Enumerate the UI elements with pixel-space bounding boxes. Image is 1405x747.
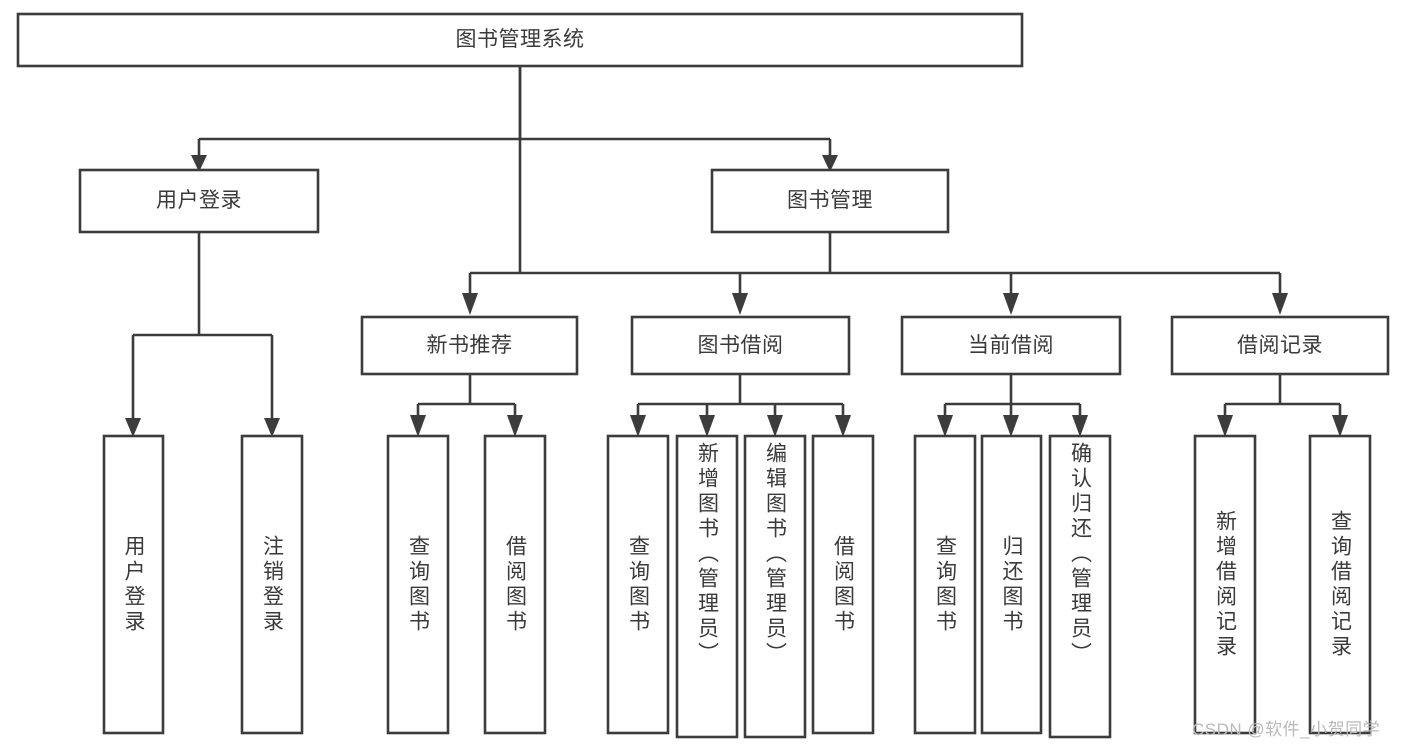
- node-box-user-login[interactable]: [78, 168, 320, 234]
- arrow-head-bookmanage: [822, 155, 838, 172]
- watermark-text: CSDN @软件_小贺同学: [1192, 720, 1381, 739]
- connector-group-user-login: [125, 232, 280, 437]
- connector-group-new-book-recommend: [410, 374, 523, 437]
- node-box-book-borrow[interactable]: [630, 315, 851, 376]
- node-box-leaf-edit-book[interactable]: [743, 434, 807, 739]
- arrow-head-userlogin: [191, 155, 207, 172]
- node-box-leaf-user-login[interactable]: [102, 434, 165, 735]
- arrow-head-new-book-recommend: [462, 293, 478, 315]
- connector-group-borrow-record: [1217, 374, 1348, 437]
- node-box-leaf-logout-login[interactable]: [240, 434, 304, 735]
- arrow-head-leaf-return-book: [1003, 415, 1019, 437]
- node-box-root[interactable]: [16, 12, 1024, 68]
- node-box-leaf-add-borrow-record[interactable]: [1193, 434, 1257, 735]
- arrow-head-leaf-add-book: [699, 415, 715, 437]
- connector-group-current-borrow: [937, 374, 1088, 437]
- node-box-new-book-recommend[interactable]: [360, 315, 579, 376]
- arrow-head-leaf-add-borrow-record: [1217, 415, 1233, 437]
- arrow-head-current-borrow: [1003, 293, 1019, 315]
- node-box-leaf-return-book[interactable]: [980, 434, 1043, 735]
- arrow-head-leaf-borrow-book-1: [507, 415, 523, 437]
- node-box-leaf-add-book[interactable]: [675, 434, 739, 739]
- connector-group-book-manage: [462, 232, 1288, 315]
- arrow-head-borrow-record: [1272, 293, 1288, 315]
- node-box-leaf-confirm-return[interactable]: [1048, 434, 1112, 739]
- connector-group-book-borrow: [630, 374, 851, 437]
- node-box-leaf-borrow-book-2[interactable]: [811, 434, 875, 735]
- arrow-head-leaf-user-login: [125, 418, 141, 437]
- arrow-head-leaf-query-book-1: [410, 415, 426, 437]
- arrow-head-book-borrow: [732, 293, 748, 315]
- arrow-head-leaf-query-book-3: [937, 415, 953, 437]
- arrow-head-leaf-edit-book: [767, 415, 783, 437]
- node-box-leaf-query-book-1[interactable]: [386, 434, 450, 735]
- arrow-head-leaf-query-borrow-record: [1332, 415, 1348, 437]
- node-box-borrow-record[interactable]: [1170, 315, 1390, 376]
- arrow-head-leaf-borrow-book-2: [835, 415, 851, 437]
- arrow-head-leaf-confirm-return: [1072, 415, 1088, 437]
- arrow-head-leaf-logout-login: [264, 418, 280, 437]
- connector-group-root: [191, 66, 838, 273]
- node-box-leaf-query-book-2[interactable]: [606, 434, 670, 735]
- node-box-book-manage[interactable]: [710, 168, 950, 234]
- node-box-current-borrow[interactable]: [900, 315, 1122, 376]
- node-box-leaf-borrow-book-1[interactable]: [483, 434, 547, 735]
- node-box-leaf-query-book-3[interactable]: [913, 434, 977, 735]
- node-box-leaf-query-borrow-record[interactable]: [1308, 434, 1372, 735]
- arrow-head-leaf-query-book-2: [630, 415, 646, 437]
